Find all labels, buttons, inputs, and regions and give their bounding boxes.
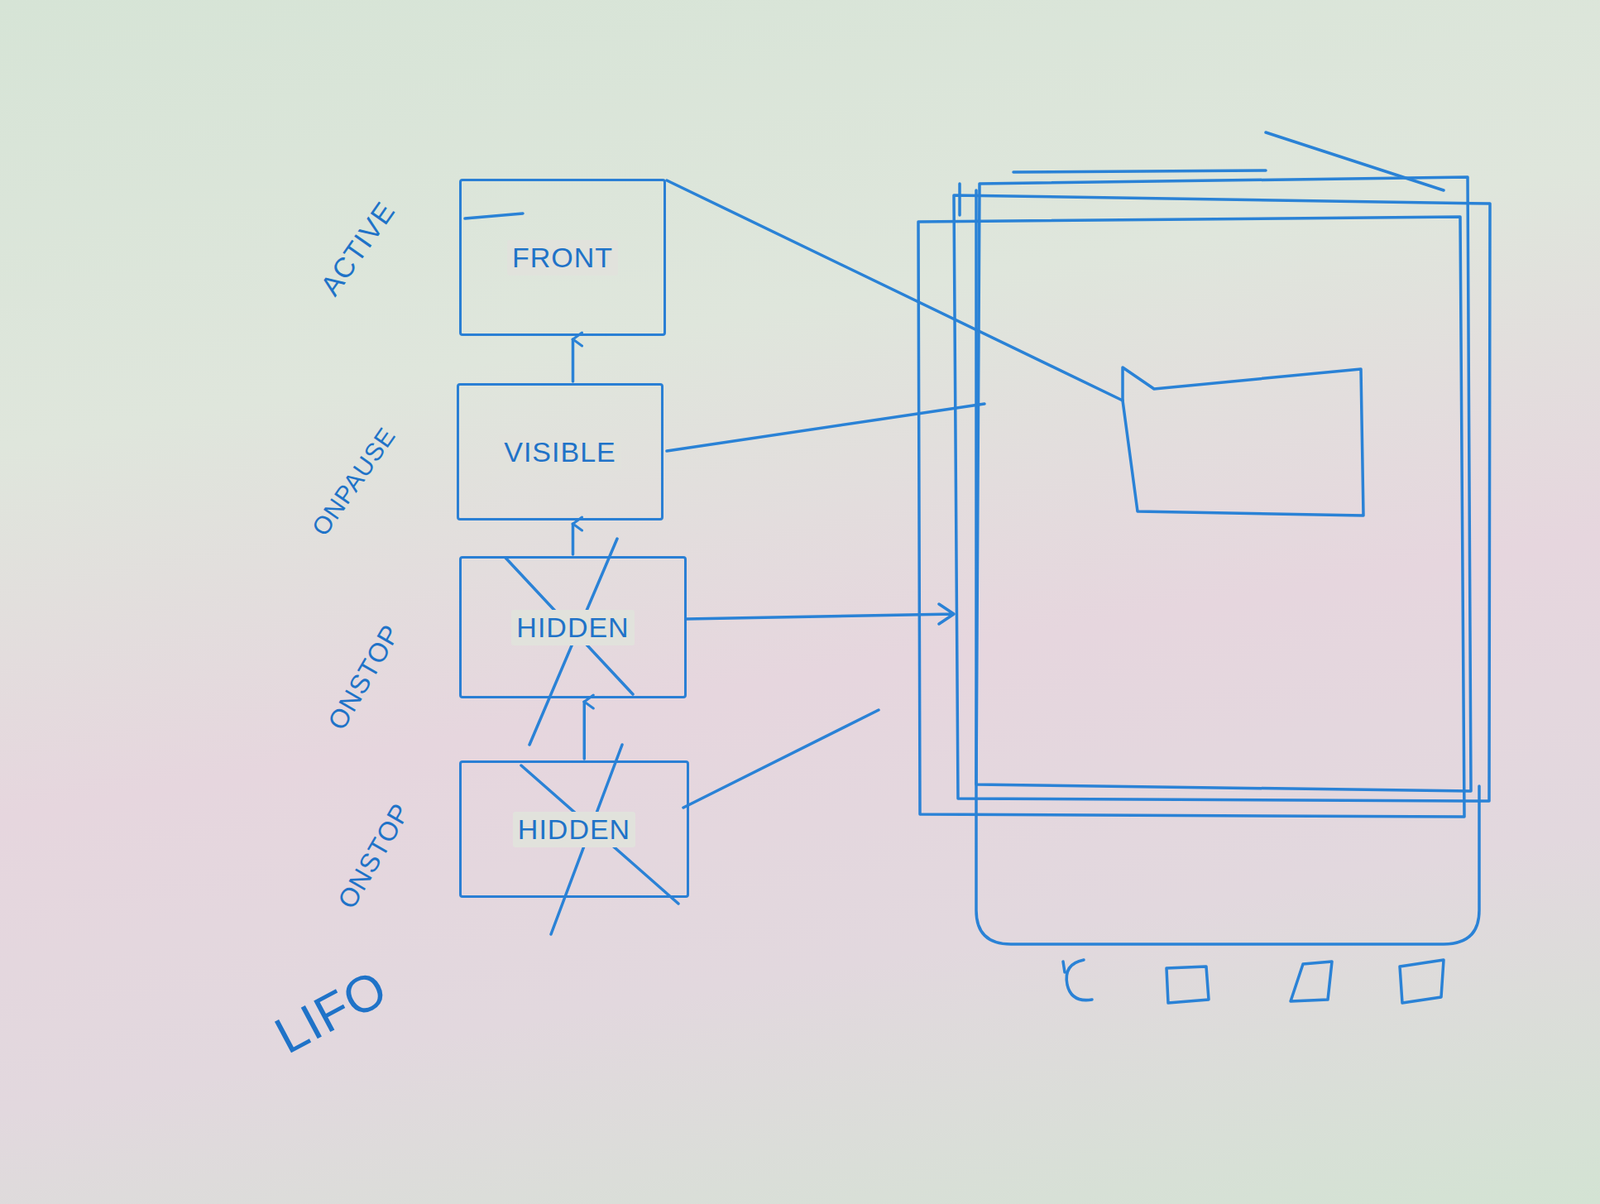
state-label: ONSTOP — [321, 618, 407, 735]
stack-arrow — [571, 339, 575, 382]
dialog-box — [1122, 367, 1364, 516]
phone-body — [976, 190, 1480, 944]
phone-button — [1290, 961, 1332, 1002]
state-label: ACTIVE — [313, 195, 402, 302]
leader-line — [666, 403, 985, 451]
stack-box: VISIBLE — [456, 383, 664, 521]
screen-back — [918, 216, 1465, 817]
box-label: FRONT — [507, 239, 618, 276]
state-label: ONSTOP — [331, 797, 417, 914]
stack-box: HIDDEN — [459, 760, 690, 898]
box-label: HIDDEN — [512, 811, 636, 848]
stack-box: FRONT — [459, 178, 666, 336]
state-label: ONPAUSE — [306, 421, 403, 542]
phone-button — [1166, 966, 1209, 1003]
marker-dash — [464, 213, 523, 219]
leader-line — [683, 709, 879, 808]
stack-note: LIFO — [265, 957, 398, 1064]
leader-line — [666, 180, 1123, 401]
screen-edge — [958, 183, 962, 216]
screen-edge — [1013, 132, 1444, 191]
screen-front — [976, 177, 1471, 791]
phone-button — [1063, 959, 1093, 1001]
stack-arrow — [583, 701, 587, 759]
leader-line — [686, 603, 954, 624]
phone-button — [1399, 959, 1444, 1003]
screen-middle — [953, 195, 1490, 801]
box-label: VISIBLE — [498, 434, 622, 470]
stack-box: HIDDEN — [459, 555, 687, 699]
stack-arrow — [571, 523, 575, 555]
box-label: HIDDEN — [511, 609, 634, 646]
